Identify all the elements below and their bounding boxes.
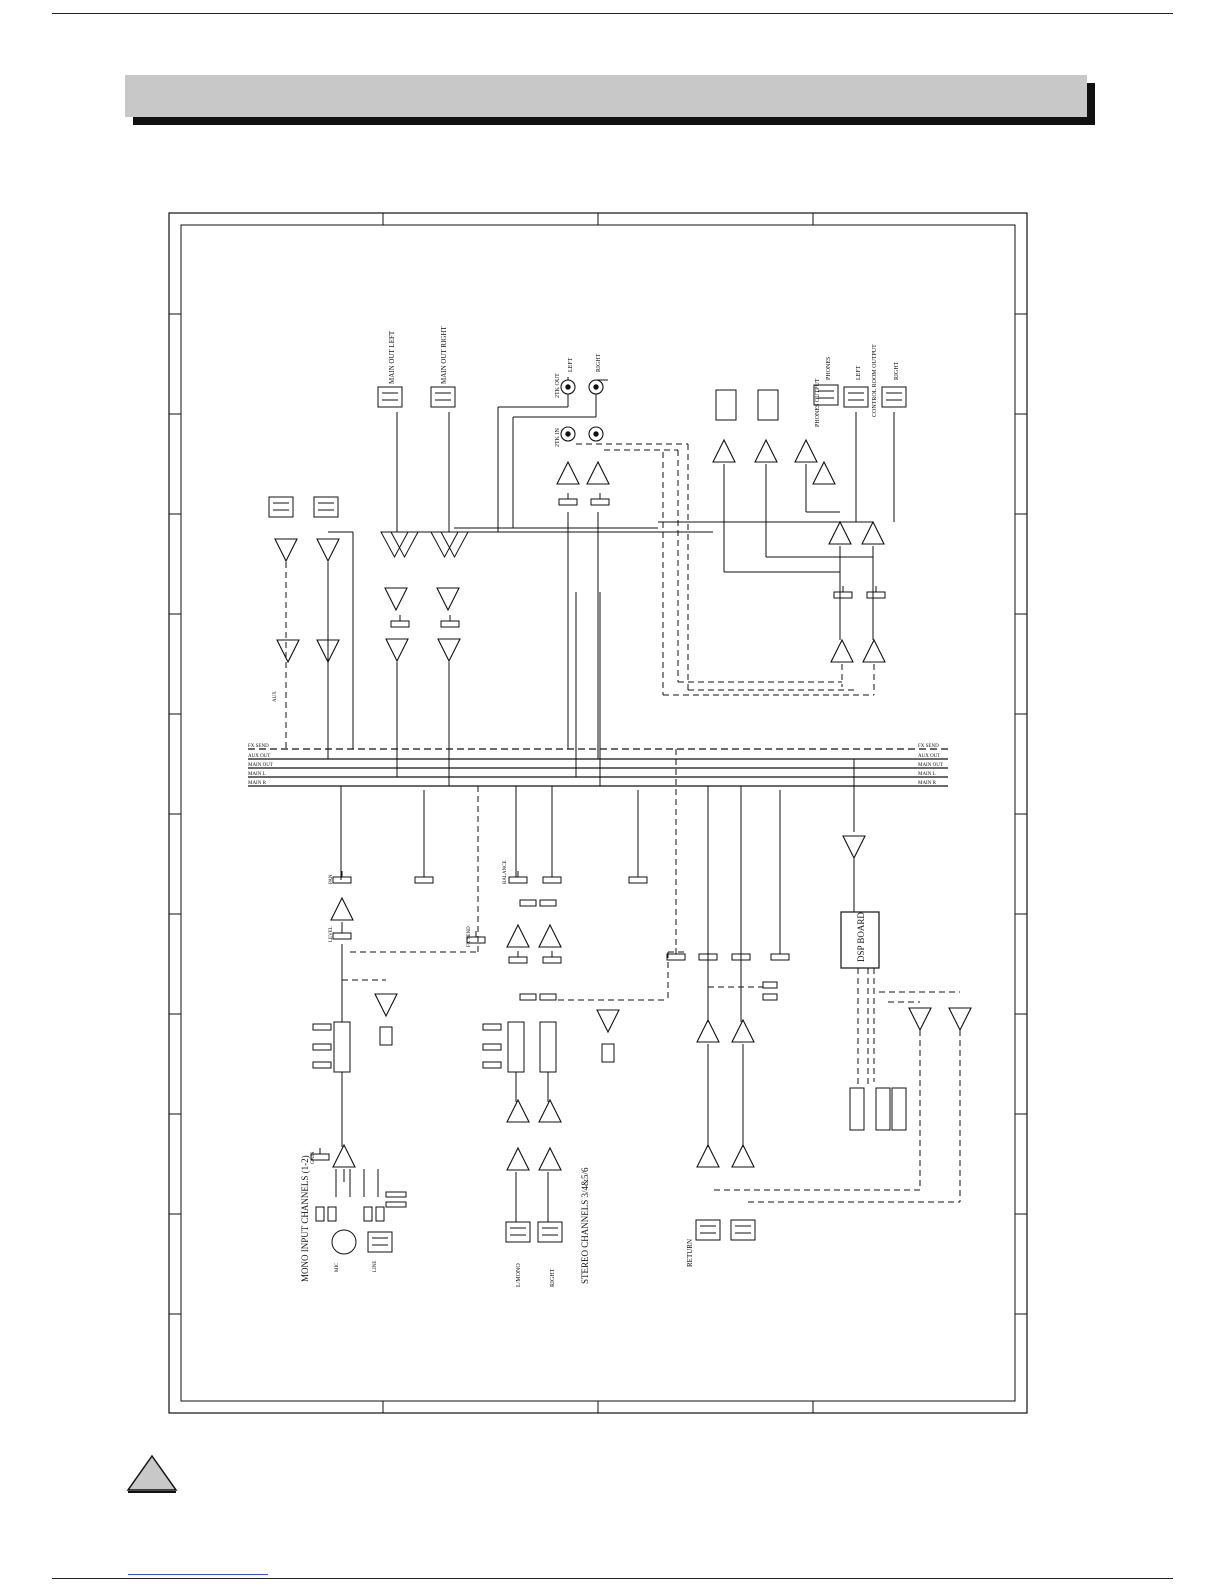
dsp-board-box	[840, 911, 880, 969]
label-aux: AUX	[273, 691, 278, 702]
bus-label-2-left: AUX OUT	[248, 754, 270, 759]
label-cr-left: LEFT	[856, 365, 862, 380]
stereo-channel-strip	[482, 786, 688, 1243]
bus-label-1-right: FX SEND	[918, 744, 939, 749]
block-diagram: MONO INPUT CHANNELS (1-2) STEREO CHANNEL…	[168, 212, 1028, 1414]
rotated-labels: MONO INPUT CHANNELS (1-2) STEREO CHANNEL…	[273, 325, 900, 1287]
label-main-left: MAIN OUT LEFT	[388, 330, 396, 384]
two-track-section	[497, 377, 689, 759]
label-balance: BALANCE	[503, 860, 508, 884]
label-phones: PHONES	[826, 357, 832, 380]
bus-label-2-right: AUX OUT	[918, 754, 940, 759]
label-dsp-board: DSP BOARD	[856, 912, 866, 962]
label-gain: GAIN	[311, 1151, 316, 1164]
label-main-right: MAIN OUT RIGHT	[440, 325, 448, 384]
fx-aux-send-section	[268, 496, 354, 759]
dsp-section	[840, 759, 972, 1202]
label-mic: MIC	[335, 1262, 340, 1272]
bus-label-1-left: FX SEND	[248, 744, 269, 749]
phones-control-room-section	[575, 384, 907, 786]
label-line: LINE	[373, 1261, 378, 1272]
bus-labels: FX SEND AUX OUT MAIN OUT MAIN L MAIN R F…	[248, 744, 943, 786]
label-fx-send: FX SEND	[467, 926, 472, 947]
label-l-mono: L/MONO	[516, 1263, 522, 1287]
bottom-rule	[52, 1578, 1173, 1579]
footer-link-underline[interactable]	[128, 1574, 268, 1575]
bus-label-5-right: MAIN R	[918, 781, 937, 786]
mono-channel-strip	[310, 786, 486, 1255]
label-stereo-channels: STEREO CHANNELS 3/4&5/6	[580, 1167, 590, 1284]
return-section	[666, 749, 960, 1241]
label-2tk-right: RIGHT	[596, 353, 602, 372]
bus-label-3-right: MAIN OUT	[918, 763, 943, 768]
label-pan: PAN	[329, 874, 334, 884]
bus-label-5-left: MAIN R	[248, 781, 267, 786]
label-return: RETURN	[686, 1239, 694, 1267]
label-level: LEVEL	[329, 926, 334, 942]
page-marker-triangle	[126, 1454, 178, 1493]
frame-ticks	[169, 213, 1027, 1413]
main-output-section	[377, 386, 713, 786]
label-control-room: CONTROL ROOM OUTPUT	[872, 344, 878, 417]
label-2tk-out: 2TK OUT	[555, 373, 561, 398]
top-rule	[52, 13, 1173, 14]
label-2tk-left: LEFT	[568, 357, 574, 372]
header-bar	[125, 75, 1087, 117]
bus-label-3-left: MAIN OUT	[248, 763, 273, 768]
label-cr-right: RIGHT	[894, 361, 900, 380]
label-2tk-in: 2TK IN	[555, 428, 561, 447]
bus-label-4-right: MAIN L	[918, 772, 936, 777]
label-mono-channels: MONO INPUT CHANNELS (1-2)	[300, 1155, 310, 1282]
bus-label-4-left: MAIN L	[248, 772, 266, 777]
label-stereo-right: RIGHT	[550, 1268, 556, 1287]
label-phones-output: PHONES OUTPUT	[815, 378, 821, 427]
